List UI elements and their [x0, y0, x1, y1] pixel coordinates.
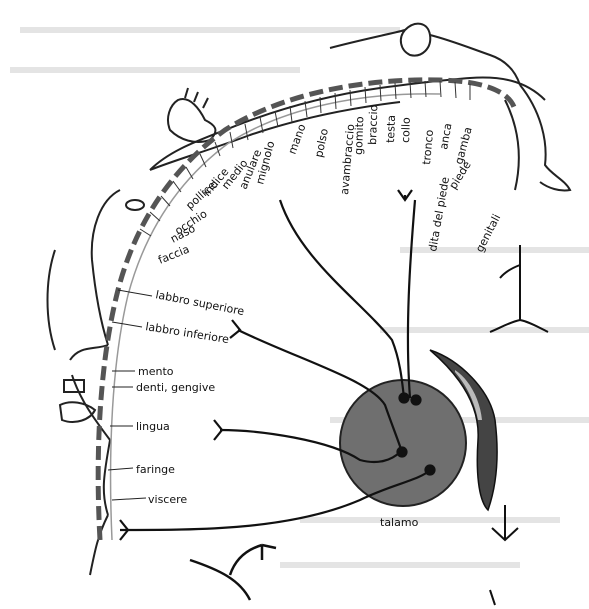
label-talamo: talamo	[380, 516, 419, 529]
label-labbro-superiore: labbro superiore	[154, 288, 245, 318]
label-collo: collo	[399, 117, 413, 143]
label-mano: mano	[286, 122, 309, 156]
label-faringe: faringe	[136, 463, 175, 476]
label-braccio: braccio	[366, 104, 380, 145]
label-testa: testa	[384, 115, 398, 143]
label-piede: piede	[447, 159, 474, 192]
label-polso: polso	[312, 127, 331, 159]
label-mento: mento	[138, 365, 174, 378]
lower-branch	[190, 545, 276, 600]
label-labbro-inferiore: labbro inferiore	[145, 320, 231, 346]
label-dita-del-piede: dita del piede	[426, 176, 452, 253]
label-lingua: lingua	[136, 420, 170, 433]
label-viscere: viscere	[148, 493, 187, 506]
label-avambraccio: avambraccio	[338, 123, 357, 195]
label-denti-gengive: denti, gengive	[136, 381, 215, 394]
brainstem-outline	[490, 245, 548, 605]
label-faccia: faccia	[156, 243, 191, 267]
label-anca: anca	[437, 122, 454, 150]
label-tronco: tronco	[420, 129, 436, 165]
